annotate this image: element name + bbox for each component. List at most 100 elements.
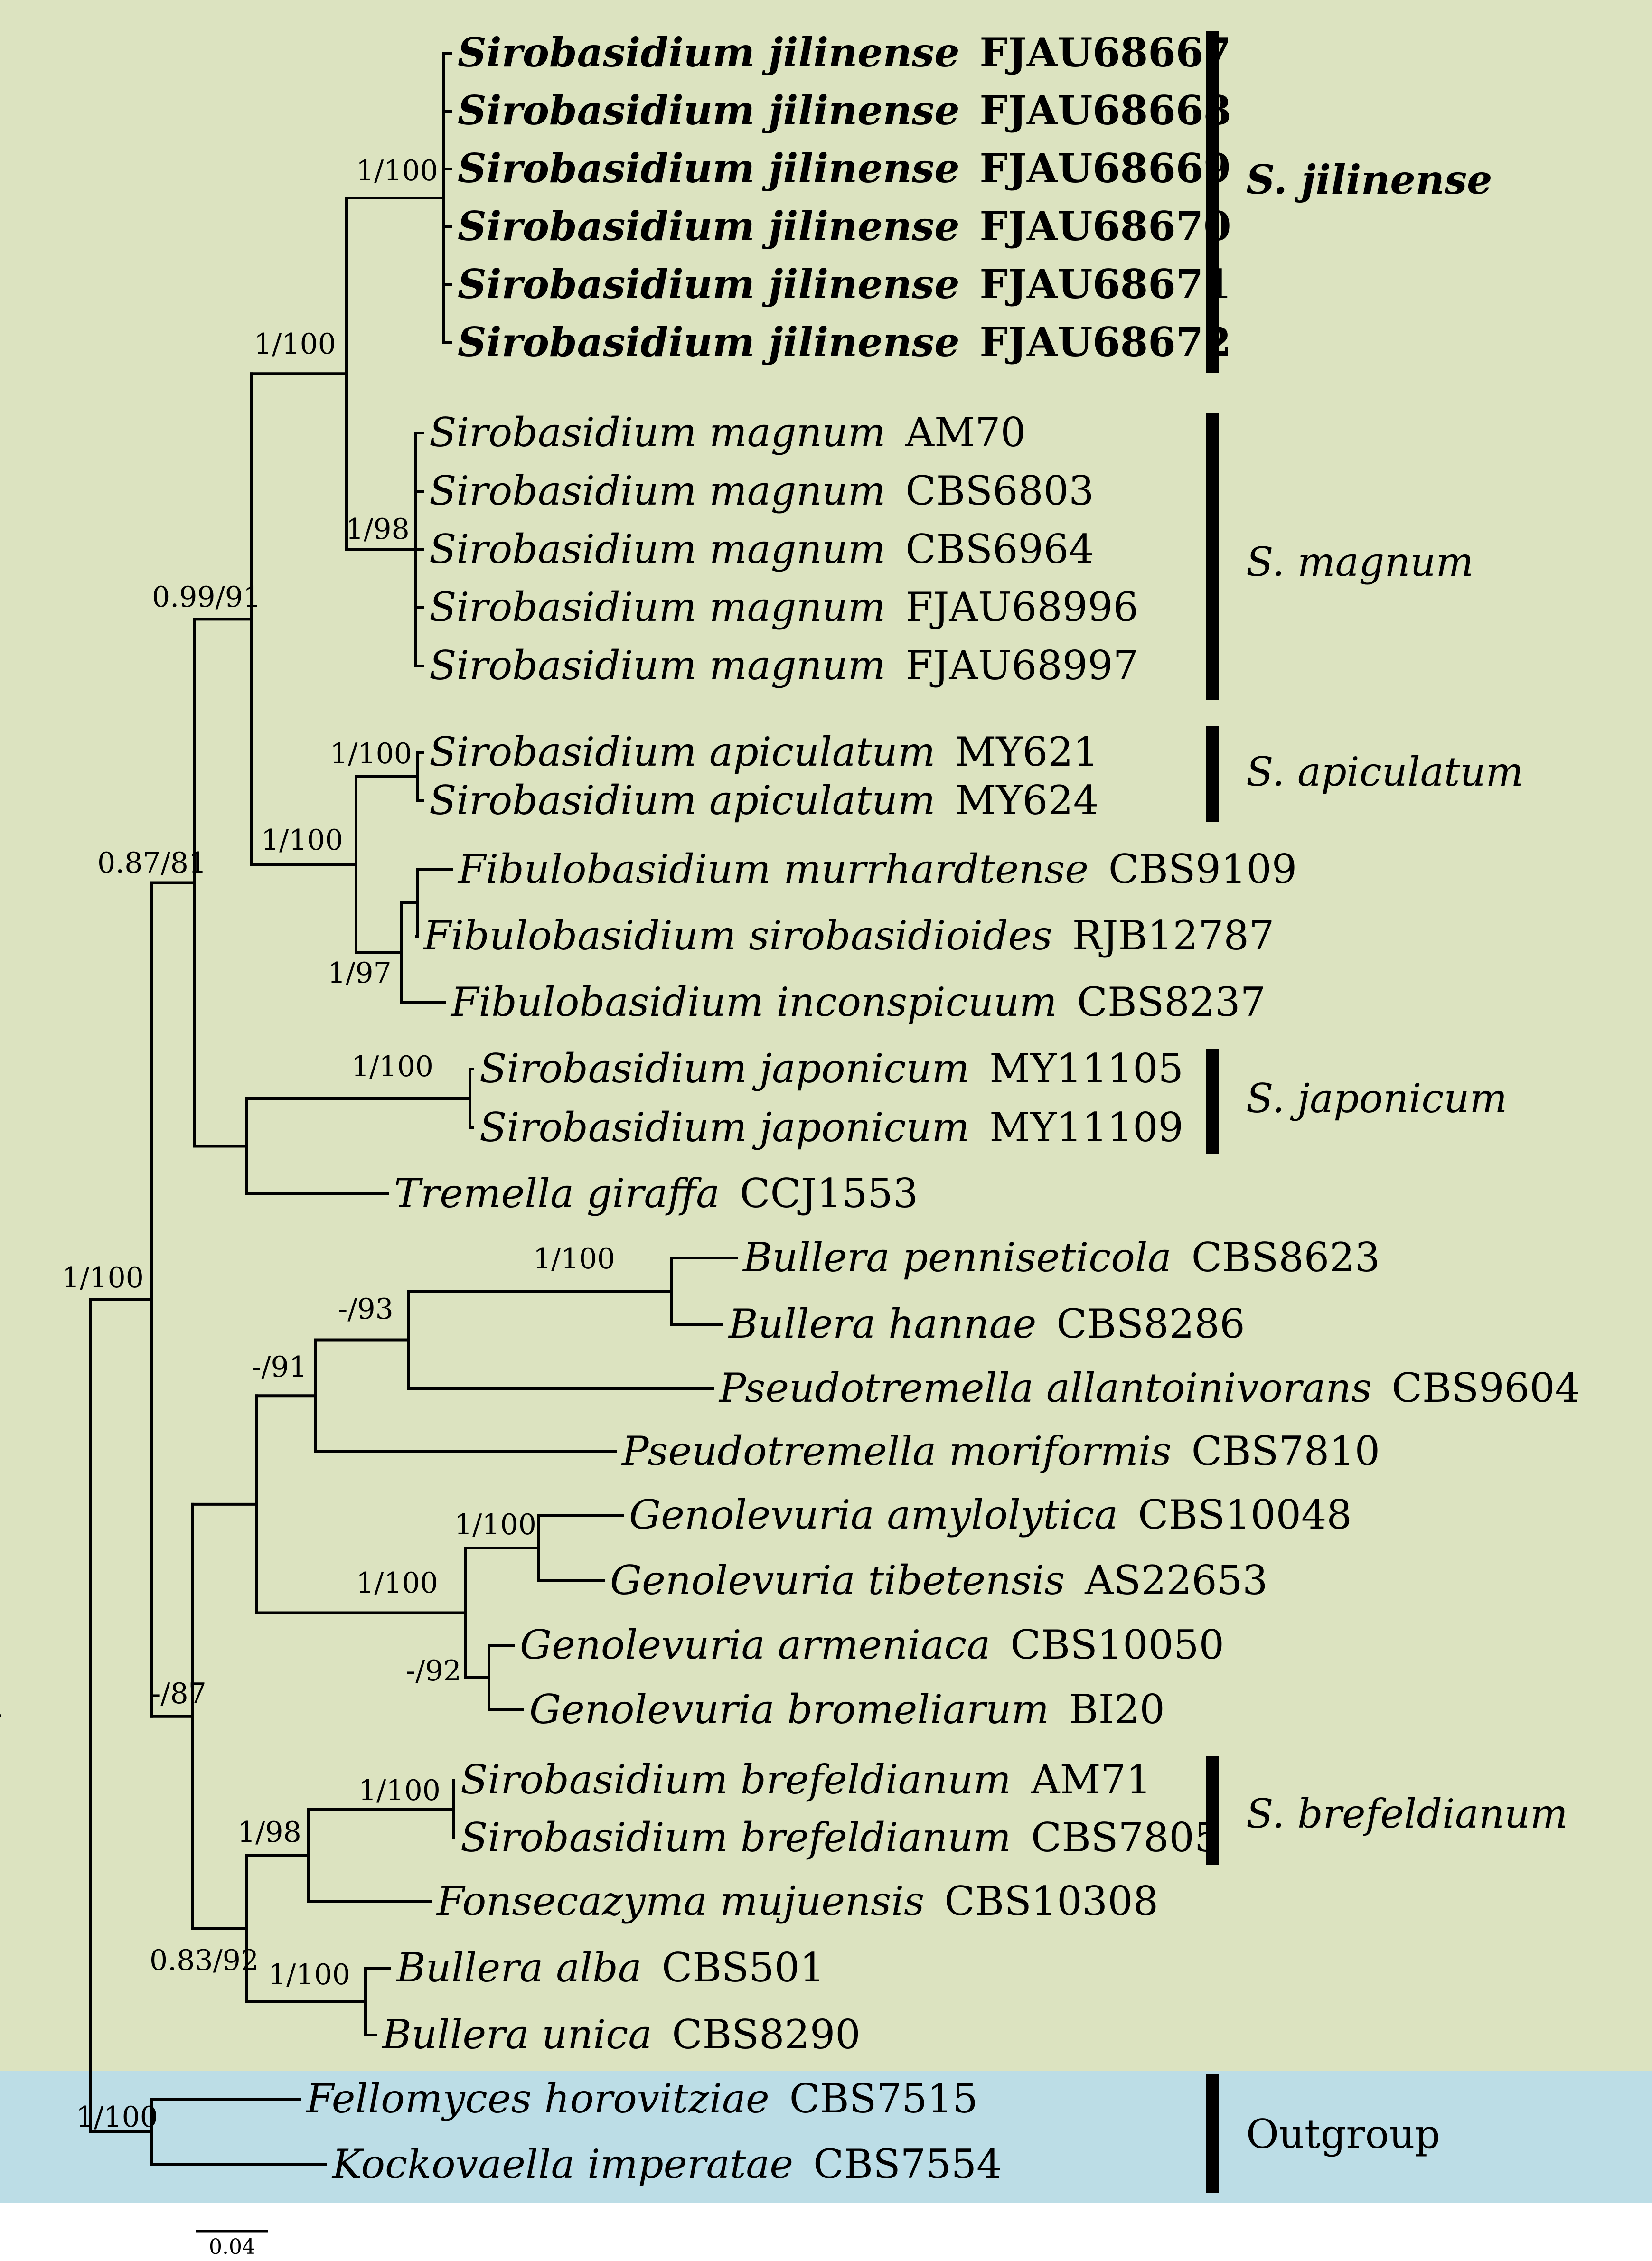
taxon-name: Sirobasidium apiculatum: [429, 777, 935, 824]
taxon-name: Bullera unica: [381, 2011, 652, 2058]
strain-id: MY624: [955, 777, 1098, 824]
taxon-name: Bullera penniseticola: [742, 1234, 1172, 1281]
taxon-name: Sirobasidium magnum: [429, 468, 885, 514]
taxon-name: Sirobasidium japonicum: [479, 1045, 969, 1092]
tip-label: Pseudotremella moriformis CBS7810: [621, 1428, 1380, 1474]
strain-id: MY11105: [989, 1045, 1183, 1092]
taxon-name: Fibulobasidium inconspicuum: [450, 979, 1057, 1025]
strain-id: AM71: [1031, 1756, 1152, 1803]
strain-id: FJAU68672: [980, 319, 1231, 366]
strain-id: CBS8623: [1192, 1234, 1380, 1281]
tip-label: Sirobasidium apiculatum MY624: [429, 777, 1098, 824]
strain-id: CBS10048: [1138, 1492, 1352, 1538]
tip-label: Tremella giraffa CCJ1553: [394, 1170, 918, 1217]
taxon-name: Tremella giraffa: [394, 1170, 720, 1217]
tip-label: Kockovaella imperatae CBS7554: [331, 2141, 1002, 2187]
taxon-name: Sirobasidium magnum: [429, 409, 885, 456]
support-value: 1/100: [356, 154, 438, 188]
scale-bar: 0.04: [196, 2230, 268, 2259]
taxon-name: Fonsecazyma mujuensis: [436, 1878, 924, 1924]
strain-id: RJB12787: [1072, 912, 1275, 959]
strain-id: CBS7810: [1192, 1428, 1380, 1474]
tip-label: Genolevuria armeniaca CBS10050: [520, 1622, 1224, 1668]
taxon-name: Sirobasidium magnum: [429, 526, 885, 572]
taxon-name: Sirobasidium magnum: [429, 584, 885, 630]
support-value: 0.99/91: [152, 581, 261, 614]
strain-id: CCJ1553: [740, 1170, 918, 1217]
support-value: 1/100: [358, 1774, 441, 1807]
tip-label: Sirobasidium magnum FJAU68996: [429, 584, 1138, 630]
support-value: -/91: [252, 1351, 307, 1384]
strain-id: FJAU68669: [980, 145, 1231, 192]
strain-id: FJAU68668: [980, 87, 1231, 134]
clade-bar: [1206, 1756, 1219, 1865]
strain-id: MY621: [955, 729, 1098, 775]
strain-id: FJAU68667: [980, 29, 1231, 76]
taxon-name: Fibulobasidium murrhardtense: [457, 846, 1089, 892]
support-value: 1/100: [356, 1567, 438, 1600]
support-value: -/92: [406, 1654, 461, 1688]
tip-label: Sirobasidium jilinense FJAU68669: [458, 145, 1231, 192]
clade-bar: [1206, 726, 1219, 822]
taxon-name: Genolevuria bromeliarum: [529, 1686, 1049, 1733]
strain-id: FJAU68996: [905, 584, 1138, 630]
support-value: 1/98: [346, 513, 410, 546]
support-value: 1/100: [330, 737, 412, 770]
tip-label: Sirobasidium jilinense FJAU68671: [458, 261, 1231, 308]
strain-id: CBS9109: [1108, 846, 1297, 892]
strain-id: CBS9604: [1392, 1365, 1580, 1411]
tip-label: Bullera hannae CBS8286: [728, 1301, 1245, 1347]
taxon-name: Kockovaella imperatae: [331, 2141, 793, 2187]
support-value: -/87: [151, 1677, 206, 1710]
tip-label: Fibulobasidium murrhardtense CBS9109: [457, 846, 1297, 892]
clade-bar: [1206, 413, 1219, 700]
taxon-name: Bullera hannae: [728, 1301, 1036, 1347]
taxon-name: Sirobasidium jilinense: [458, 145, 960, 192]
scale-bar-label: 0.04: [209, 2235, 255, 2259]
strain-id: CBS8290: [672, 2011, 860, 2058]
outgroup-background: [0, 2071, 1652, 2203]
strain-id: CBS7805: [1031, 1814, 1220, 1861]
clade-bar: [1206, 2074, 1219, 2193]
strain-id: FJAU68670: [980, 203, 1231, 250]
clade-label: S. apiculatum: [1246, 749, 1523, 795]
support-value: 1/100: [268, 1958, 350, 1991]
taxon-name: Sirobasidium brefeldianum: [460, 1814, 1011, 1861]
support-values: 1/1001/1001/980.99/911/1001/1001/970.87/…: [62, 154, 615, 2134]
taxon-name: Sirobasidium magnum: [429, 642, 885, 689]
strain-id: AS22653: [1084, 1557, 1267, 1604]
strain-id: CBS501: [662, 1944, 825, 1991]
strain-id: FJAU68671: [980, 261, 1231, 308]
ingroup-background: [0, 0, 1652, 2071]
taxon-name: Sirobasidium jilinense: [458, 261, 960, 308]
strain-id: CBS8286: [1056, 1301, 1245, 1347]
strain-id: CBS7554: [813, 2141, 1002, 2187]
support-value: -/93: [338, 1293, 394, 1326]
taxon-name: Genolevuria armeniaca: [520, 1622, 990, 1668]
strain-id: CBS10050: [1010, 1622, 1224, 1668]
tree-branches: [0, 52, 738, 2166]
support-value: 1/98: [237, 1816, 301, 1849]
strain-id: AM70: [905, 409, 1026, 456]
clade-label: S. magnum: [1246, 539, 1474, 585]
clade-bar: [1206, 1049, 1219, 1154]
support-value: 1/100: [533, 1242, 615, 1276]
clade-label: S. japonicum: [1246, 1075, 1507, 1122]
taxon-name: Pseudotremella moriformis: [621, 1428, 1172, 1474]
clade-bar: [1206, 31, 1219, 373]
taxon-name: Genolevuria amylolytica: [629, 1492, 1118, 1538]
strain-id: BI20: [1069, 1686, 1165, 1733]
